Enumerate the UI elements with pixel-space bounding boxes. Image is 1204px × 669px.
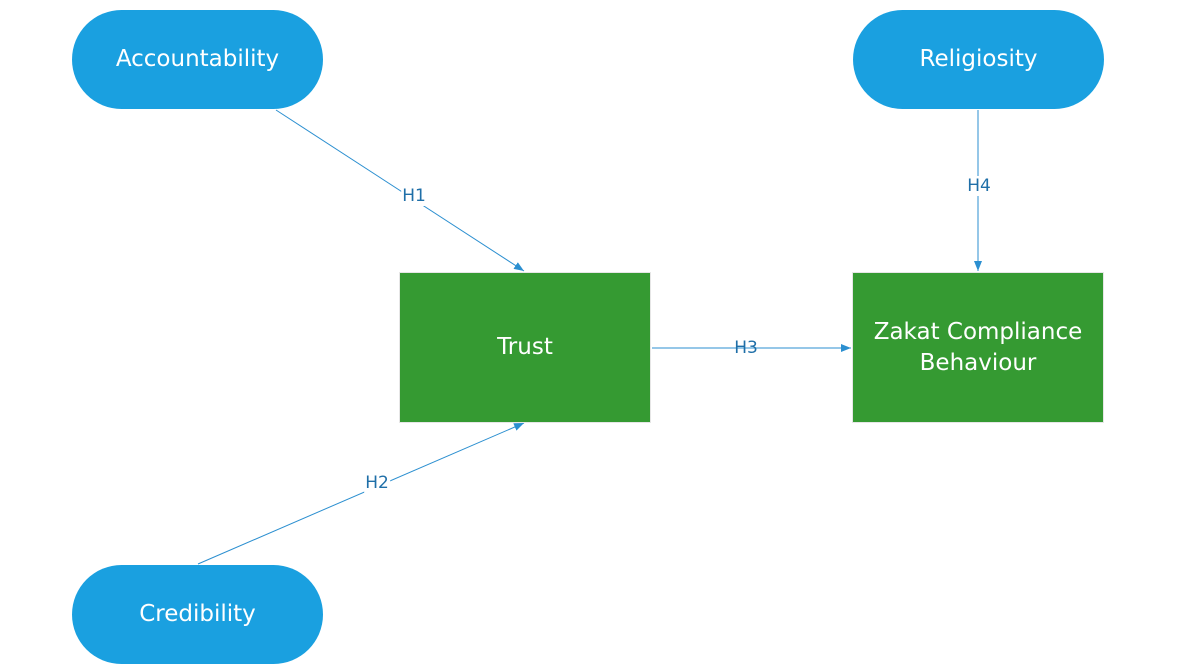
node-trust: Trust (399, 272, 651, 423)
edge-h3-label: H3 (734, 338, 758, 358)
node-credibility: Credibility (72, 565, 323, 664)
edge-h1-label: H1 (401, 186, 427, 206)
node-religiosity-label: Religiosity (919, 46, 1038, 72)
node-religiosity: Religiosity (853, 10, 1104, 109)
node-zakat-compliance-behaviour: Zakat Compliance Behaviour (852, 272, 1104, 423)
edge-h4-label: H4 (966, 176, 992, 196)
node-credibility-label: Credibility (139, 601, 256, 627)
node-accountability: Accountability (72, 10, 323, 109)
edge-h2-arrow (197, 422, 525, 565)
edge-h1-arrow (275, 109, 525, 272)
node-accountability-label: Accountability (115, 46, 280, 72)
node-zakat-compliance-behaviour-label: Zakat Compliance Behaviour (873, 318, 1083, 376)
node-trust-label: Trust (497, 334, 553, 360)
edge-h2-label: H2 (364, 473, 390, 493)
